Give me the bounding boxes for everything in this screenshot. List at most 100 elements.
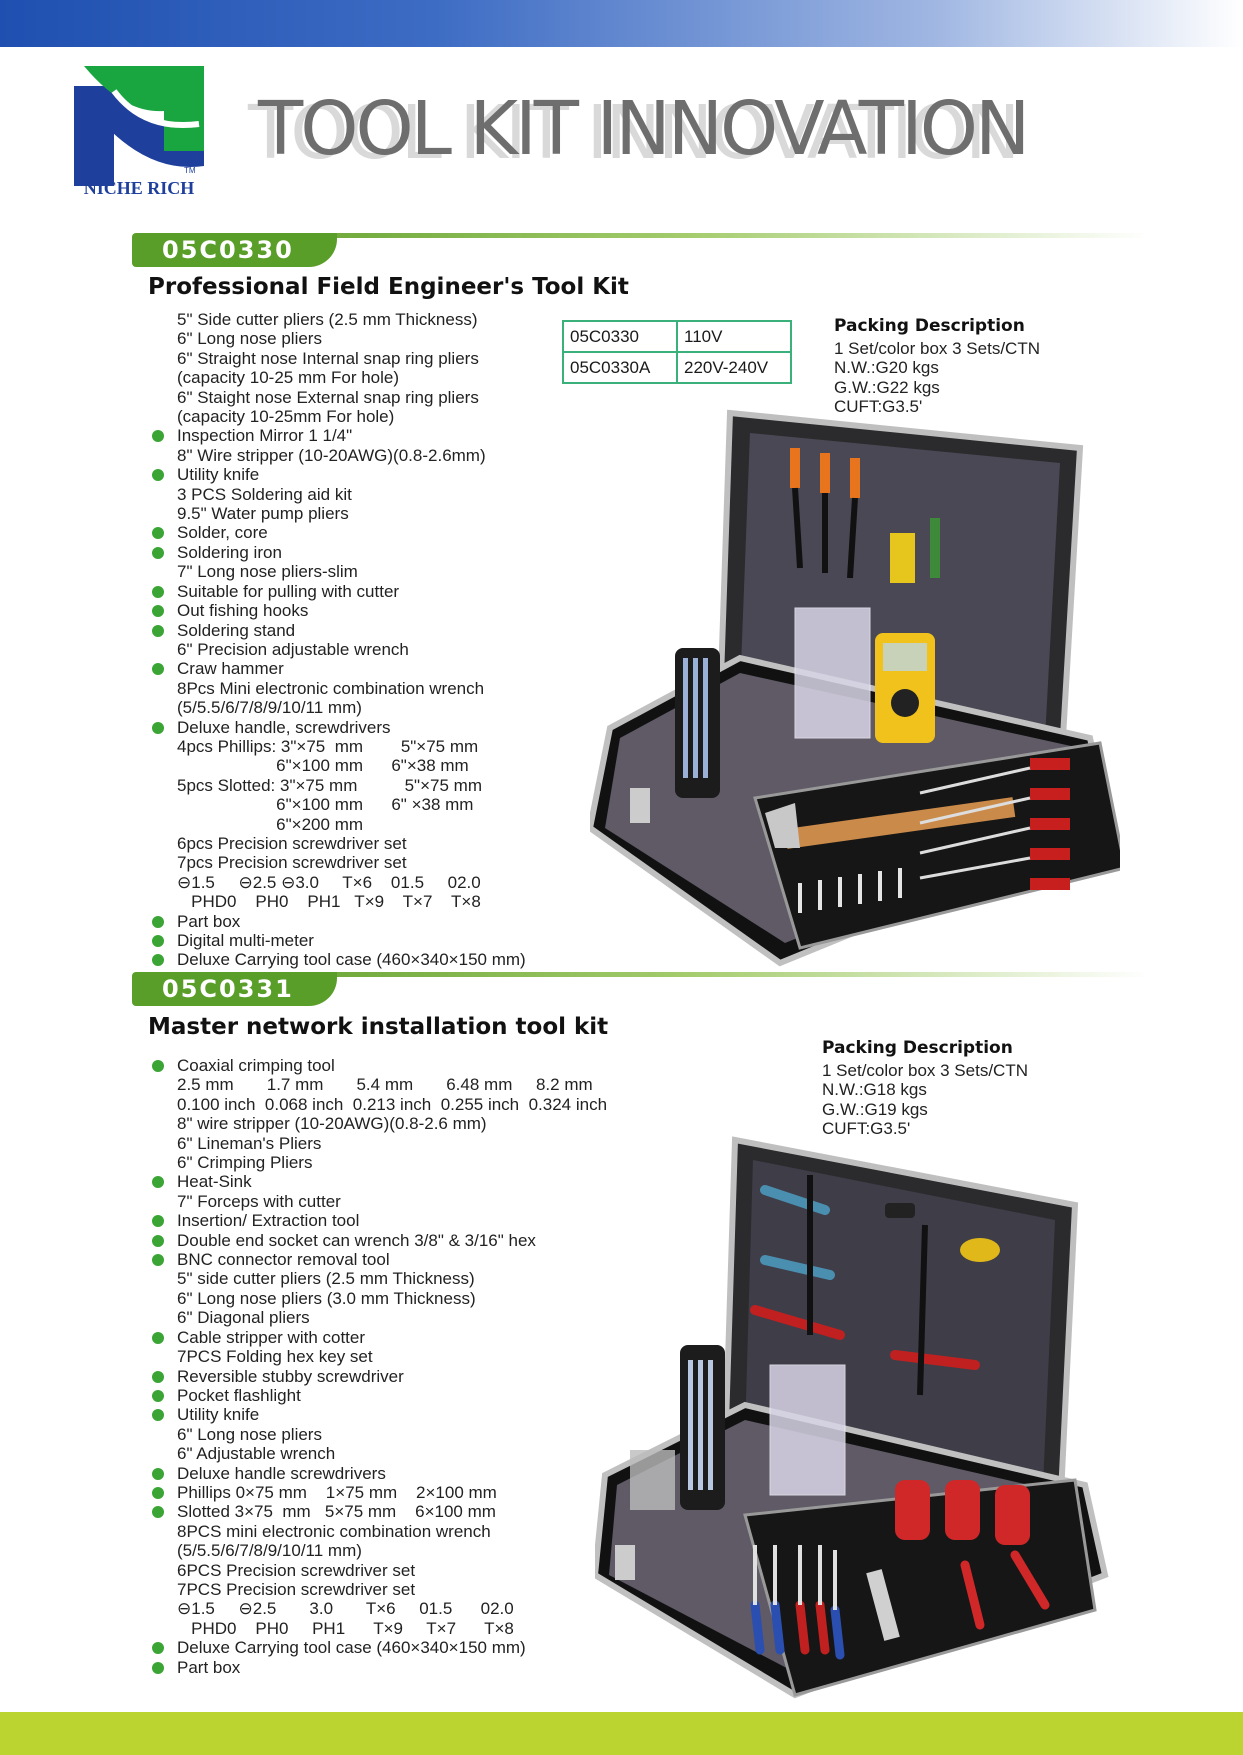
kit-item: 7PCS Folding hex key set bbox=[177, 1347, 373, 1367]
kit-item: 8" wire stripper (10-20AWG)(0.8-2.6 mm) bbox=[177, 1114, 487, 1134]
top-gradient-band bbox=[0, 0, 1243, 47]
kit-item: Slotted 3×75 mm 5×75 mm 6×100 mm bbox=[150, 1502, 607, 1521]
kit-item: (capacity 10-25mm For hole) bbox=[177, 407, 395, 427]
kit-item: 6" Adjustable wrench bbox=[177, 1444, 336, 1464]
kit-item: 6" Staight nose External snap ring plier… bbox=[177, 387, 479, 407]
product-code-tag: 05C0331 bbox=[132, 972, 337, 1006]
kit-item: (5/5.5/6/7/8/9/10/11 mm) bbox=[177, 698, 362, 718]
kit-item: Soldering stand bbox=[150, 621, 526, 640]
kit-item: 5pcs Slotted: 3"×75 mm 5"×75 mm bbox=[177, 775, 482, 795]
kit-item: PHD0 PH0 PH1 T×9 T×7 T×8 bbox=[177, 1618, 514, 1638]
model-cell: 05C0330A bbox=[562, 351, 678, 384]
page-title-text: TOOL KIT INNOVATION bbox=[258, 86, 1030, 172]
kit-item: 8Pcs Mini electronic combination wrench bbox=[177, 678, 485, 698]
kit-item: Insertion/ Extraction tool bbox=[150, 1211, 607, 1230]
kit-item: 3 PCS Soldering aid kit bbox=[177, 484, 352, 504]
kit-item: 6" Crimping Pliers bbox=[177, 1153, 313, 1173]
kit-item: 6" Long nose pliers bbox=[177, 1424, 322, 1444]
kit-item: BNC connector removal tool bbox=[150, 1250, 607, 1269]
section-header-05c0330: 05C0330 bbox=[132, 233, 1148, 267]
kit-item: (capacity 10-25 mm For hole) bbox=[177, 368, 400, 388]
product-code: 05C0330 bbox=[162, 236, 294, 264]
bottom-band bbox=[0, 1712, 1243, 1755]
kit-item: ⊖1.5 ⊖2.5 ⊖3.0 T×6 01.5 02.0 bbox=[177, 872, 481, 892]
kit-item: Suitable for pulling with cutter bbox=[150, 582, 526, 601]
kit-item: PHD0 PH0 PH1 T×9 T×7 T×8 bbox=[177, 892, 481, 912]
kit-item: 6"×100 mm 6"×38 mm bbox=[177, 756, 469, 776]
kit-item: 6" Diagonal pliers bbox=[177, 1308, 310, 1328]
kit-item: 5" Side cutter pliers (2.5 mm Thickness) bbox=[177, 310, 478, 329]
kit-item: Inspection Mirror 1 1/4" bbox=[150, 426, 526, 445]
packing-line: G.W.:G22 kgs bbox=[834, 377, 940, 397]
kit-item: 0.100 inch 0.068 inch 0.213 inch 0.255 i… bbox=[177, 1094, 608, 1114]
niche-rich-logo bbox=[74, 66, 204, 186]
packing-description: Packing Description 1 Set/color box 3 Se… bbox=[822, 1038, 1028, 1139]
packing-line: 1 Set/color box 3 Sets/CTN bbox=[834, 338, 1040, 358]
voltage-cell: 110V bbox=[676, 320, 792, 353]
kit-item: 2.5 mm 1.7 mm 5.4 mm 6.48 mm 8.2 mm bbox=[177, 1075, 593, 1095]
kit-item: 6" Precision adjustable wrench bbox=[177, 639, 409, 659]
network-tool-case-photo bbox=[595, 1136, 1109, 1699]
kit-item: Heat-Sink bbox=[150, 1172, 607, 1191]
kit-item: Deluxe Carrying tool case (460×340×150 m… bbox=[150, 950, 526, 969]
kit-item: Part box bbox=[150, 912, 526, 931]
kit-item: 5" side cutter pliers (2.5 mm Thickness) bbox=[177, 1269, 475, 1289]
trademark-mark: TM bbox=[184, 166, 196, 175]
section-rule bbox=[312, 233, 1148, 238]
kit-item: Utility knife bbox=[150, 1405, 607, 1424]
kit-item: Soldering iron bbox=[150, 543, 526, 562]
kit-item: Part box bbox=[150, 1658, 607, 1677]
kit-item-list: 5" Side cutter pliers (2.5 mm Thickness)… bbox=[150, 310, 526, 970]
product-code: 05C0331 bbox=[162, 975, 294, 1003]
kit-item: 6" Long nose pliers bbox=[177, 329, 322, 349]
kit-item: Utility knife bbox=[150, 465, 526, 484]
kit-item: 7" Long nose pliers-slim bbox=[177, 562, 358, 582]
brand-name: NICHE RICH bbox=[83, 178, 195, 198]
kit-item: 8" Wire stripper (10-20AWG)(0.8-2.6mm) bbox=[177, 445, 486, 465]
kit-item: Digital multi-meter bbox=[150, 931, 526, 950]
packing-line: CUFT:G3.5' bbox=[822, 1119, 911, 1138]
kit-item: Phillips 0×75 mm 1×75 mm 2×100 mm bbox=[150, 1483, 607, 1502]
packing-description: Packing Description 1 Set/color box 3 Se… bbox=[834, 316, 1040, 417]
section-rule bbox=[312, 972, 1148, 977]
kit-title: Professional Field Engineer's Tool Kit bbox=[148, 274, 629, 300]
kit-item: 4pcs Phillips: 3"×75 mm 5"×75 mm bbox=[177, 736, 479, 756]
kit-item: 6"×100 mm 6" ×38 mm bbox=[177, 795, 474, 815]
table-row: 05C0330A 220V-240V bbox=[562, 351, 792, 384]
packing-line: N.W.:G20 kgs bbox=[834, 358, 939, 377]
voltage-cell: 220V-240V bbox=[676, 351, 792, 384]
kit-item: 9.5" Water pump pliers bbox=[177, 504, 349, 524]
kit-item: Solder, core bbox=[150, 523, 526, 542]
kit-item: Cable stripper with cotter bbox=[150, 1328, 607, 1347]
kit-item: Deluxe handle, screwdrivers bbox=[150, 718, 526, 737]
kit-title: Master network installation tool kit bbox=[148, 1014, 609, 1040]
kit-item: 6" Straight nose Internal snap ring plie… bbox=[177, 348, 479, 368]
kit-item: 8PCS mini electronic combination wrench bbox=[177, 1521, 491, 1541]
kit-item: 6PCS Precision screwdriver set bbox=[177, 1560, 416, 1580]
page-title: TOOL KIT INNOVATION TOOL KIT INNOVATION bbox=[248, 86, 1058, 187]
kit-item: Deluxe Carrying tool case (460×340×150 m… bbox=[150, 1638, 607, 1657]
model-voltage-table: 05C0330 110V 05C0330A 220V-240V bbox=[562, 320, 792, 384]
section-header-05c0331: 05C0331 bbox=[132, 972, 1148, 1006]
kit-item: 6"×200 mm bbox=[177, 814, 364, 834]
kit-item: Pocket flashlight bbox=[150, 1386, 607, 1405]
kit-item: 6pcs Precision screwdriver set bbox=[177, 833, 407, 853]
tool-case-photo bbox=[590, 409, 1120, 967]
packing-line: CUFT:G3.5' bbox=[834, 397, 923, 416]
packing-line: 1 Set/color box 3 Sets/CTN bbox=[822, 1060, 1028, 1080]
kit-item: Double end socket can wrench 3/8" & 3/16… bbox=[150, 1231, 607, 1250]
packing-line: G.W.:G19 kgs bbox=[822, 1099, 928, 1119]
kit-item: 6" Lineman's Pliers bbox=[177, 1133, 322, 1153]
kit-item: 7pcs Precision screwdriver set bbox=[177, 853, 407, 873]
model-cell: 05C0330 bbox=[562, 320, 678, 353]
kit-item: Deluxe handle screwdrivers bbox=[150, 1464, 607, 1483]
kit-item: ⊖1.5 ⊖2.5 3.0 T×6 01.5 02.0 bbox=[177, 1599, 514, 1619]
packing-heading: Packing Description bbox=[834, 316, 1025, 336]
kit-item: 7" Forceps with cutter bbox=[177, 1191, 341, 1211]
table-row: 05C0330 110V bbox=[562, 320, 792, 353]
kit-item: Craw hammer bbox=[150, 659, 526, 678]
page-title-shadow: TOOL KIT INNOVATION bbox=[248, 90, 1020, 176]
kit-item: Reversible stubby screwdriver bbox=[150, 1367, 607, 1386]
kit-item: (5/5.5/6/7/8/9/10/11 mm) bbox=[177, 1541, 362, 1561]
